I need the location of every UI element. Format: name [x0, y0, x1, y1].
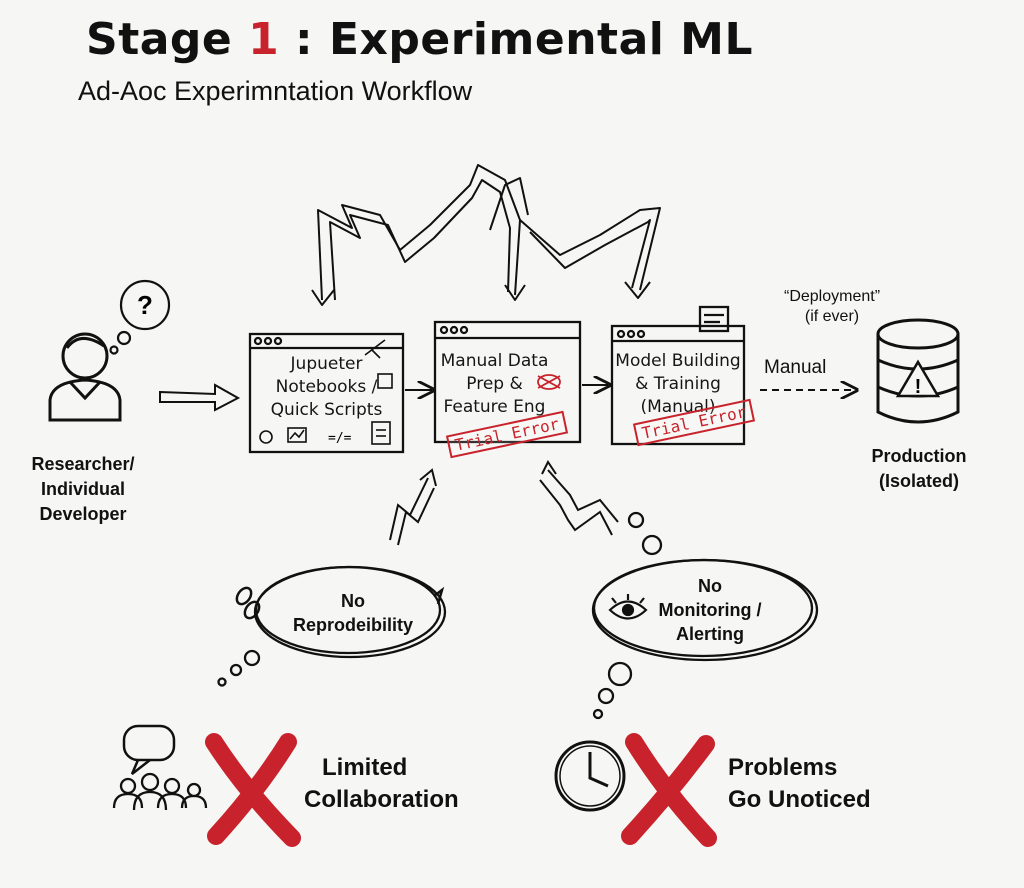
eye-icon — [608, 594, 648, 620]
page-subtitle: Ad-Aoc Experimntation Workflow — [78, 76, 473, 106]
actor-label-line: Individual — [40, 479, 125, 499]
step-line: (Manual) — [640, 397, 716, 417]
actor-label: Researcher/ Individual Developer — [18, 452, 148, 527]
step-line: Feature Eng — [443, 397, 546, 417]
step-line: Jupueter — [290, 354, 363, 374]
arrow-person-to-notebooks — [159, 383, 241, 412]
title-stage-number: 1 — [248, 14, 280, 65]
clock-icon — [554, 740, 626, 812]
manual-arrow-label: Manual — [764, 357, 827, 378]
issue-line: Alerting — [675, 624, 744, 644]
issue-reproducibility-text: No Reprodeibility — [268, 589, 438, 637]
step-line: Model Building — [615, 351, 741, 371]
question-mark-icon: ? — [137, 290, 153, 320]
red-x-icon-collaboration — [205, 733, 301, 847]
step-line: Manual Data — [440, 351, 549, 371]
step-line: Notebooks / — [275, 377, 378, 397]
issue-line: Monitoring / — [658, 600, 762, 620]
warning-icon: ! — [895, 359, 941, 398]
production-label-line: Production — [871, 446, 967, 466]
svg-text:!: ! — [915, 376, 922, 398]
feature-gear-icon — [537, 374, 561, 390]
production-label-line: (Isolated) — [878, 471, 959, 491]
step-line: Prep & — [466, 374, 523, 394]
consequence-line: Go Unoticed — [728, 786, 871, 813]
title-suffix: : Experimental ML — [295, 14, 753, 65]
issue-monitoring-text: No Monitoring / Alerting — [640, 574, 780, 646]
issue-bubble-monitoring — [591, 511, 819, 720]
notebook-tool-icons — [259, 339, 393, 445]
feedback-chaos-arrows — [311, 164, 661, 306]
issue-line: No — [698, 576, 722, 596]
consequence-unnoticed-text: Problems Go Unoticed — [728, 752, 871, 816]
issue-bubble-reproducibility — [217, 565, 447, 687]
consequence-line: Problems — [728, 754, 838, 781]
title-prefix: Stage — [86, 14, 233, 65]
deployment-note-line: (if ever) — [804, 308, 860, 325]
step-notebooks-text: Jupueter Notebooks / Quick Scripts — [254, 353, 399, 422]
code-symbol-icon: =/= — [328, 431, 352, 446]
production-label: Production (Isolated) — [852, 444, 986, 494]
actor-label-line: Researcher/ — [31, 454, 135, 474]
deployment-note: “Deployment” (if ever) — [762, 287, 902, 327]
consequence-line: Limited — [322, 754, 408, 781]
step-line: Quick Scripts — [270, 400, 383, 420]
feedback-up-arrows — [389, 460, 619, 546]
step-line: & Training — [635, 374, 721, 394]
issue-line: Reprodeibility — [292, 615, 413, 635]
step-box-data-prep — [433, 320, 582, 444]
page-title: Stage 1 : Experimental ML — [86, 14, 753, 65]
broken-link-icon — [235, 586, 445, 620]
people-group-icon — [112, 772, 208, 811]
deployment-note-line: “Deployment” — [783, 288, 881, 305]
step-model-training-text: Model Building & Training (Manual) — [612, 350, 744, 419]
actor-label-line: Developer — [39, 504, 127, 524]
step-box-model-training — [610, 305, 746, 446]
speech-bubble-icon — [122, 724, 176, 775]
issue-line: No — [341, 591, 365, 611]
question-thought-bubble — [109, 279, 171, 355]
consequence-line: Collaboration — [304, 786, 459, 813]
person-icon — [48, 332, 122, 422]
consequence-collaboration-text: Limited Collaboration — [304, 752, 459, 816]
step-data-prep-text: Manual Data Prep & Feature Eng — [437, 350, 552, 419]
step-box-notebooks — [248, 332, 405, 454]
red-x-icon-monitoring — [621, 733, 717, 847]
